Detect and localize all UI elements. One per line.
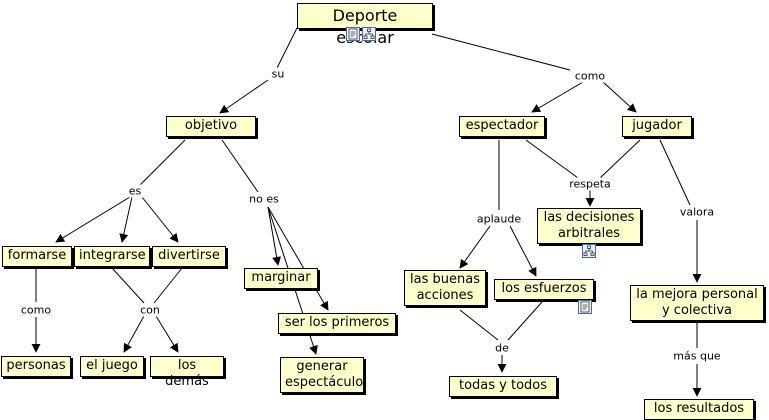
concept-objetivo[interactable]: objetivo bbox=[166, 116, 256, 137]
concept-los-demas[interactable]: los demás bbox=[150, 356, 224, 389]
concept-el-juego[interactable]: el juego bbox=[80, 356, 144, 377]
document-icon[interactable] bbox=[346, 27, 360, 41]
link-label-de: de bbox=[493, 341, 511, 355]
concept-buenas-acciones[interactable]: las buenas acciones bbox=[404, 270, 486, 306]
link-label-su: su bbox=[269, 67, 287, 81]
link-label-con: con bbox=[138, 303, 162, 317]
link-label-mas-que: más que bbox=[671, 349, 723, 363]
concept-generar-espectaculo[interactable]: generar espectáculo bbox=[280, 357, 364, 393]
concept-espectador[interactable]: espectador bbox=[459, 116, 545, 137]
document-icon[interactable] bbox=[578, 300, 592, 314]
concept-mejora-personal[interactable]: la mejora personal y colectiva bbox=[630, 285, 764, 321]
concept-deporte-escolar[interactable]: Deporte escolar bbox=[297, 3, 433, 47]
link-label-como: como bbox=[572, 69, 608, 83]
concept-divertirse[interactable]: divertirse bbox=[152, 246, 226, 267]
link-label-valora: valora bbox=[677, 205, 717, 219]
link-label-es: es bbox=[126, 184, 144, 198]
concept-decisiones-arbitrales[interactable]: las decisiones arbitrales bbox=[537, 208, 641, 244]
concept-map-icon[interactable] bbox=[362, 27, 376, 41]
link-label-no-es: no es bbox=[247, 192, 281, 206]
concept-los-resultados[interactable]: los resultados bbox=[644, 399, 754, 420]
concept-map-icon[interactable] bbox=[582, 244, 596, 258]
concept-jugador[interactable]: jugador bbox=[622, 116, 692, 137]
concept-personas[interactable]: personas bbox=[1, 356, 71, 377]
concept-todas-y-todos[interactable]: todas y todos bbox=[449, 376, 557, 397]
concept-los-esfuerzos[interactable]: los esfuerzos bbox=[494, 279, 594, 300]
link-label-como-personas: como bbox=[18, 303, 54, 317]
concept-integrarse[interactable]: integrarse bbox=[74, 246, 150, 267]
link-label-aplaude: aplaude bbox=[474, 212, 524, 226]
concept-ser-los-primeros[interactable]: ser los primeros bbox=[278, 313, 396, 334]
link-label-respeta: respeta bbox=[567, 177, 613, 191]
concept-formarse[interactable]: formarse bbox=[2, 246, 72, 267]
concept-marginar[interactable]: marginar bbox=[244, 268, 318, 289]
